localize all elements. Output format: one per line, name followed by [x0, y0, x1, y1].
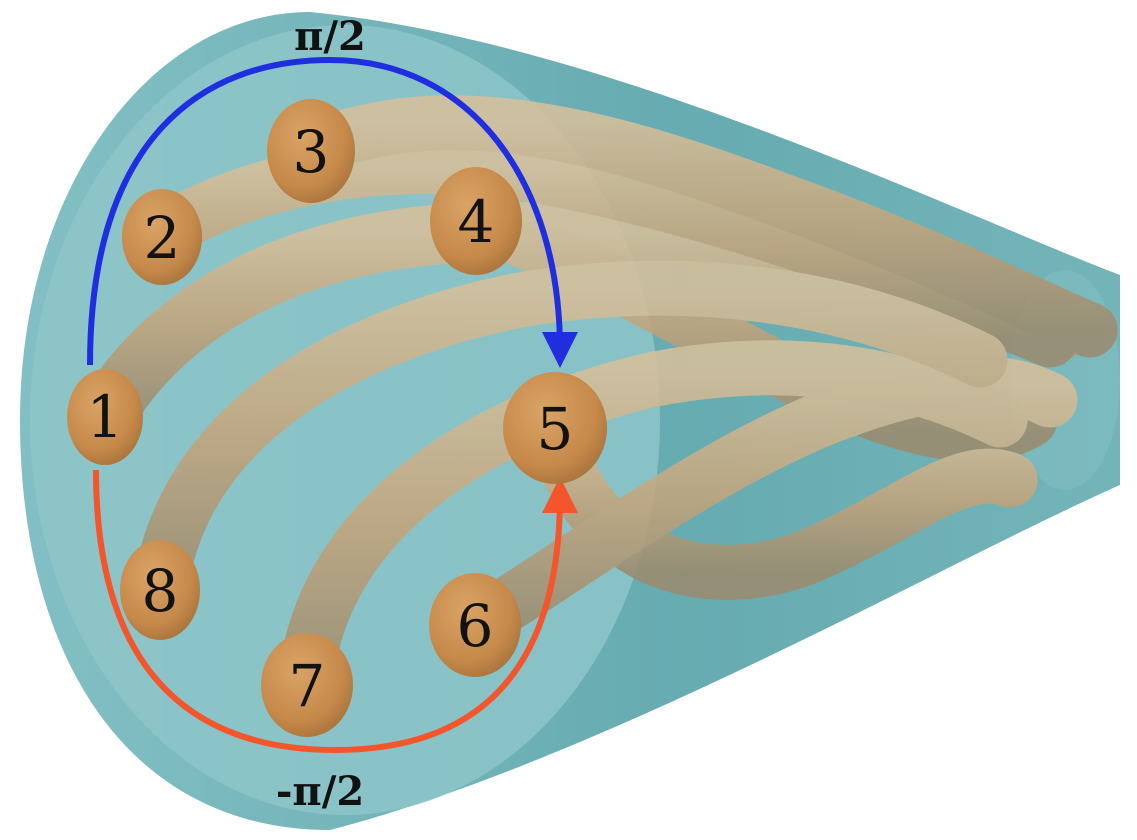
top-phase-arrow — [87, 56, 578, 368]
node-2: 2 — [122, 189, 202, 285]
node-label: 2 — [144, 204, 181, 272]
node-3: 3 — [267, 99, 355, 203]
node-disc — [261, 633, 353, 737]
bottom-phase-arrow — [93, 469, 578, 754]
node-label: 4 — [458, 188, 495, 256]
node-label: 7 — [289, 652, 326, 720]
fiber-tube-5 — [527, 402, 1038, 600]
fiber-tube-7 — [277, 340, 1028, 713]
node-disc — [267, 99, 355, 203]
fiber-tube-8 — [132, 260, 1008, 618]
node-label: 6 — [457, 592, 494, 660]
node-label: 3 — [293, 118, 330, 186]
node-disc — [120, 540, 200, 640]
node-7: 7 — [261, 633, 353, 737]
node-label: 8 — [142, 557, 179, 625]
fiber-tube-2 — [132, 138, 1078, 368]
bottom-phase-label: -π/2 — [276, 768, 364, 815]
node-disc — [430, 167, 522, 275]
node-disc — [429, 573, 521, 677]
node-disc — [122, 189, 202, 285]
fiber-tubes — [75, 95, 1118, 713]
node-8: 8 — [120, 540, 200, 640]
node-disc — [67, 369, 143, 465]
node-label: 5 — [537, 395, 574, 463]
node-disc — [503, 372, 607, 484]
node-5: 5 — [503, 372, 607, 484]
node-6: 6 — [429, 573, 521, 677]
node-4: 4 — [430, 167, 522, 275]
node-label: 1 — [87, 383, 124, 451]
fiber-tube-3 — [282, 95, 1118, 358]
top-phase-label: π/2 — [294, 13, 366, 60]
node-1: 1 — [67, 369, 143, 465]
